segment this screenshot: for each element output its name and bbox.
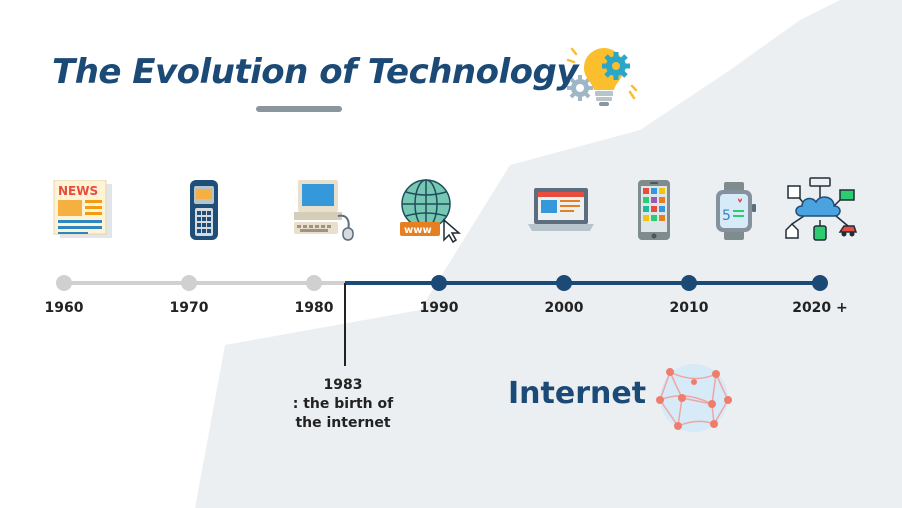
network-globe-icon [656, 364, 732, 432]
milestone-text-line1: : the birth of [292, 396, 394, 412]
page-title: The Evolution of Technology [52, 52, 579, 92]
smartwatch-icon: 5 [716, 182, 756, 240]
timeline-dot-2010 [681, 275, 697, 291]
svg-text:www: www [404, 225, 432, 236]
milestone-note: 1983 : the birth of the internet [278, 376, 408, 433]
timeline-dot-1980 [306, 275, 322, 291]
timeline-dot-2000 [556, 275, 572, 291]
title-underline [256, 106, 342, 112]
svg-text:NEWS: NEWS [58, 184, 98, 198]
timeline-dot-1970 [181, 275, 197, 291]
year-label-1960: 1960 [44, 300, 84, 316]
mobile-phone-icon [190, 180, 218, 240]
milestone-year: 1983 [323, 377, 363, 393]
iot-cloud-icon [785, 177, 858, 241]
year-label-1990: 1990 [419, 300, 459, 316]
laptop-icon [528, 188, 594, 231]
svg-text:5: 5 [722, 208, 731, 224]
timeline-dot-1960 [56, 275, 72, 291]
lightbulb-gears-icon [566, 47, 638, 106]
timeline-dot-2020 [812, 275, 828, 291]
year-label-1970: 1970 [169, 300, 209, 316]
timeline-dot-1990 [431, 275, 447, 291]
world-wide-web-icon: www [400, 179, 462, 244]
smartphone-icon [638, 180, 670, 240]
year-label-2010: 2010 [669, 300, 709, 316]
newspaper-icon: NEWS [53, 180, 112, 238]
year-label-2000: 2000 [544, 300, 584, 316]
year-label-1980: 1980 [294, 300, 334, 316]
milestone-text-line2: the internet [295, 415, 391, 431]
year-label-2020: 2020 + [792, 300, 848, 316]
internet-label: Internet [508, 376, 647, 411]
desktop-computer-icon [294, 180, 354, 241]
